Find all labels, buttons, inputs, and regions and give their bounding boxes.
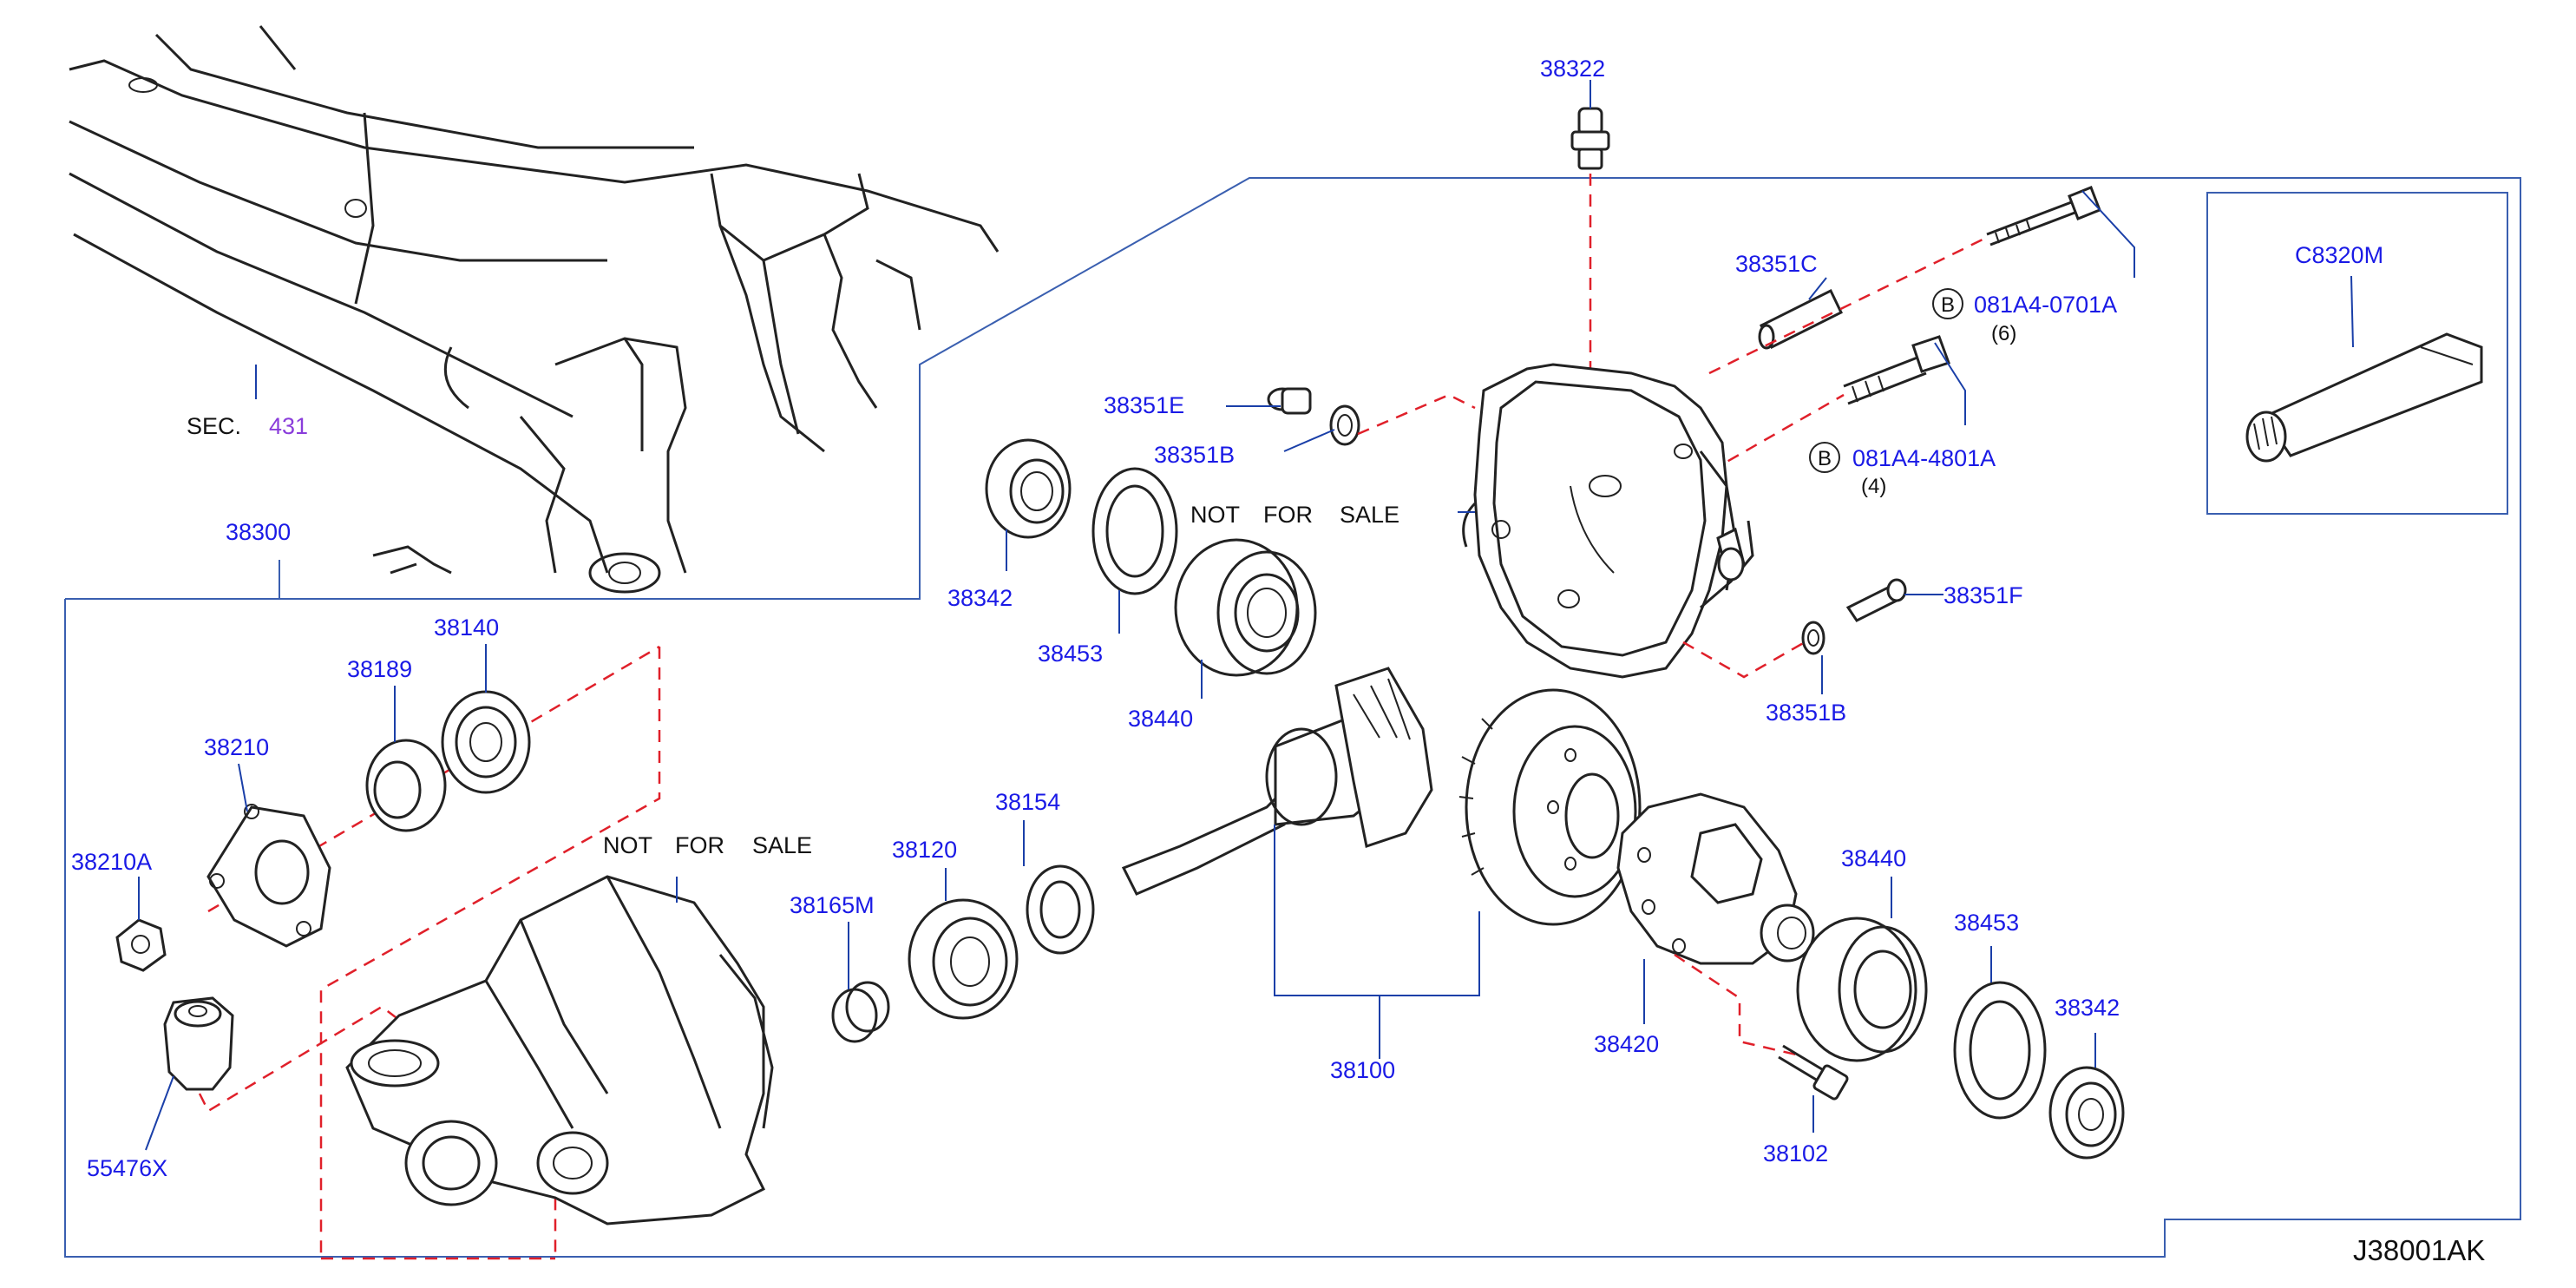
filler-plug-38351E [1267,387,1312,415]
label-38351B-top: 38351B [1154,442,1235,468]
diagram-code: J38001AK [2353,1234,2485,1266]
bearing-38440-bottom [1796,917,1928,1062]
label-38189: 38189 [347,656,412,682]
label-38342-top: 38342 [947,585,1013,611]
label-38420: 38420 [1594,1031,1659,1057]
assembly-frame [64,177,2521,1258]
drain-plug-38351C [1758,288,1843,350]
label-38342-bottom: 38342 [2055,995,2120,1021]
qty-bolt-081A4-0701A: (6) [1991,322,2016,345]
breather-plug-38322 [1570,107,1610,170]
not-for-sale-word-3: SALE [752,832,812,858]
label-38102: 38102 [1763,1140,1828,1166]
side-bearing-38342-bottom [2048,1066,2125,1160]
label-38100: 38100 [1330,1057,1395,1083]
oil-seal-38189 [365,739,447,832]
bearing-38440-top [1174,538,1317,677]
oil-seal-38453-top [1091,467,1178,595]
reference-prefix: SEC. [187,413,241,439]
label-38165M: 38165M [790,892,875,918]
label-bolt-081A4-4801A: 081A4-4801A [1852,445,1996,471]
label-38440-bottom: 38440 [1841,845,1906,871]
label-38351B-bottom: 38351B [1766,700,1846,726]
drive-pinion [1121,667,1433,896]
bushing-55476X [163,996,234,1091]
label-38210A: 38210A [71,849,152,875]
spacer-38154 [1026,864,1095,955]
bolt-081A4-0701A [1986,186,2101,246]
not-for-sale-top: NOT FOR SALE [1190,502,1399,528]
not-for-sale-bottom: NOT FOR SALE [603,832,812,858]
bearing-38140 [441,690,531,794]
reference-section: 431 [269,413,308,439]
bolt-callout-1: B 081A4-0701A (6) [1932,288,2117,345]
drain-plug-38351F [1845,578,1907,622]
pilot-bearing-38165M [831,981,890,1043]
bolt-callout-2: B 081A4-4801A (4) [1809,442,1996,498]
label-38300: 38300 [226,519,291,545]
ring-gear-bolt-38102 [1778,1044,1849,1101]
bolt-marker-letter: B [1941,293,1955,317]
label-38351C: 38351C [1735,251,1818,277]
ring-gear [1458,688,1642,926]
label-38453-top: 38453 [1038,641,1103,667]
bearing-38120 [908,898,1019,1020]
differential-case-38420 [1616,792,1815,965]
label-38120: 38120 [892,837,957,863]
not-for-sale-word-3: SALE [1340,502,1399,528]
label-38140: 38140 [434,614,499,641]
label-bolt-081A4-0701A: 081A4-0701A [1974,292,2117,318]
not-for-sale-word-1: NOT [603,832,652,858]
label-38453-bottom: 38453 [1954,910,2019,936]
not-for-sale-word-2: FOR [1263,502,1313,528]
label-38440-top: 38440 [1128,706,1193,732]
rear-cover-housing [1462,363,1754,679]
bolt-081A4-4801A [1843,335,1950,405]
label-C8320M: C8320M [2295,242,2383,268]
washer-38351B-top [1329,404,1360,446]
side-bearing-38342-top [985,438,1072,539]
label-38351E: 38351E [1104,392,1184,418]
not-for-sale-word-1: NOT [1190,502,1240,528]
label-38154: 38154 [995,789,1060,815]
leader-lines [138,80,2354,1151]
washer-38351B-bottom [1801,621,1825,655]
bolt-marker-letter: B [1818,447,1832,470]
differential-carrier-illustration [345,875,774,1226]
vehicle-frame-illustration [69,25,1000,594]
label-38351F: 38351F [1943,582,2023,608]
sealant-tube-C8320M [2245,332,2483,463]
label-38210: 38210 [204,734,269,760]
oil-seal-38453-bottom [1953,981,2047,1120]
qty-bolt-081A4-4801A: (4) [1861,475,1886,498]
bolt-marker-circle [1932,288,1963,319]
not-for-sale-word-2: FOR [675,832,724,858]
sealant-frame [2206,192,2508,515]
nut-38210A [115,918,167,972]
bolt-marker-circle [1809,442,1840,473]
label-55476X: 55476X [87,1155,167,1181]
label-38322: 38322 [1540,56,1605,82]
companion-flange-38210 [206,804,331,948]
